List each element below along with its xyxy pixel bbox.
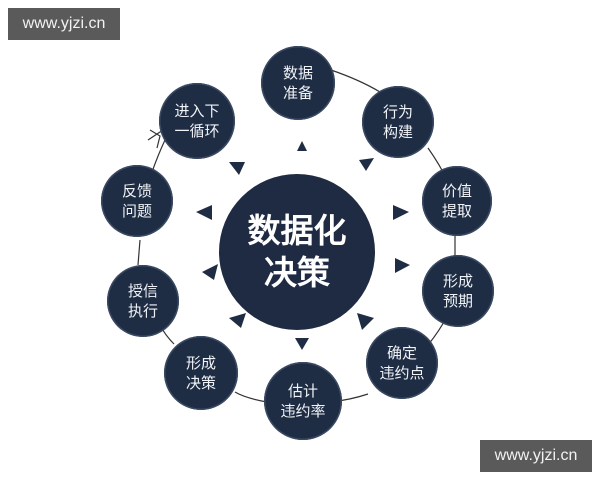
node-form-expectation: 形成 预期 bbox=[422, 255, 494, 327]
watermark-bottom: www.yjzi.cn bbox=[480, 440, 592, 472]
watermark-top: www.yjzi.cn bbox=[8, 8, 120, 40]
node-next-cycle: 进入下 一循环 bbox=[159, 83, 235, 159]
node-label: 行为 构建 bbox=[382, 103, 413, 141]
node-label: 形成 决策 bbox=[185, 354, 216, 392]
node-feedback-issues: 反馈 问题 bbox=[101, 165, 173, 237]
node-credit-execution: 授信 执行 bbox=[107, 265, 179, 337]
center-label: 数据化 决策 bbox=[247, 211, 347, 292]
node-data-preparation: 数据 准备 bbox=[261, 46, 335, 120]
node-label: 价值 提取 bbox=[441, 182, 472, 220]
node-behavior-building: 行为 构建 bbox=[362, 86, 434, 158]
node-estimate-default-rate: 估计 违约率 bbox=[264, 362, 342, 440]
node-value-extraction: 价值 提取 bbox=[422, 166, 492, 236]
node-label: 估计 违约率 bbox=[280, 382, 326, 420]
node-label: 反馈 问题 bbox=[121, 182, 152, 220]
node-label: 形成 预期 bbox=[442, 272, 473, 310]
arrow-up bbox=[297, 141, 307, 151]
node-label: 进入下 一循环 bbox=[174, 102, 220, 140]
node-label: 确定 违约点 bbox=[379, 344, 425, 382]
node-label: 授信 执行 bbox=[127, 282, 158, 320]
node-form-decision: 形成 决策 bbox=[164, 336, 238, 410]
node-determine-default-point: 确定 违约点 bbox=[366, 327, 438, 399]
node-label: 数据 准备 bbox=[282, 64, 313, 102]
center-node: 数据化 决策 bbox=[219, 174, 375, 330]
